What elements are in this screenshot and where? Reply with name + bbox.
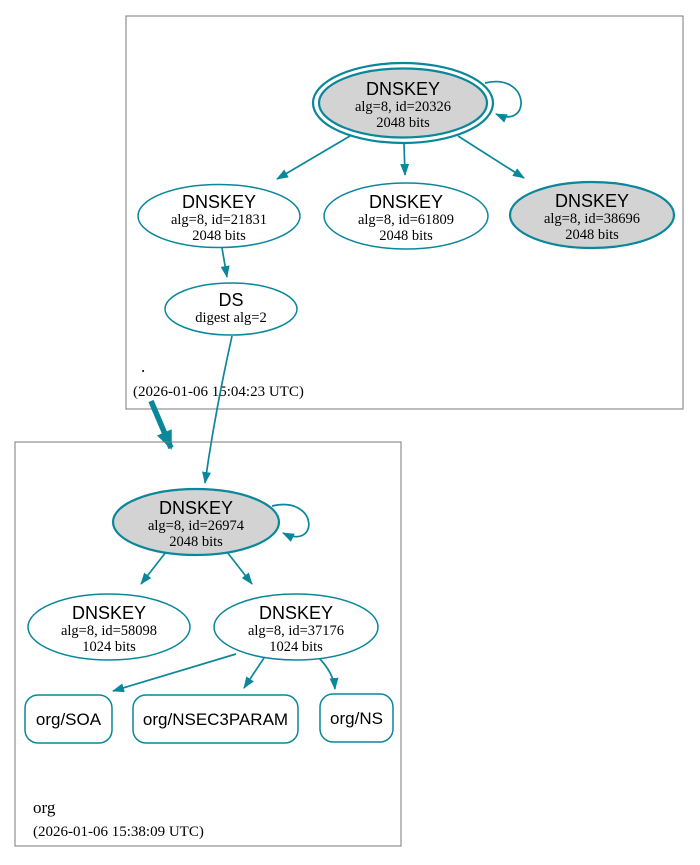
dnskey-21831-ellipse[interactable] <box>137 183 301 249</box>
dnskey-20326-ellipse[interactable] <box>317 67 489 139</box>
edge-ksk20326-to-zsk61809 <box>400 143 410 176</box>
dnskey-26974-title: DNSKEY <box>159 498 233 518</box>
rrset-org-nsec3param-rect[interactable] <box>132 694 299 744</box>
rrset-org-soa-rect[interactable] <box>24 694 113 744</box>
edge-ds-to-dnskey-26974 <box>202 335 233 484</box>
dnskey-20326-detail1: alg=8, id=20326 <box>355 99 451 115</box>
dnskey-58098-detail2: 1024 bits <box>82 639 136 655</box>
rrset-org-ns-label: org/NS <box>330 709 383 728</box>
zone-root-border <box>125 15 684 410</box>
dnskey-58098-detail1: alg=8, id=58098 <box>61 623 157 639</box>
node-dnskey-21831[interactable]: DNSKEY alg=8, id=21831 2048 bits <box>137 183 301 249</box>
dnskey-37176-detail1: alg=8, id=37176 <box>248 623 344 639</box>
node-rrset-org-ns[interactable]: org/NS <box>319 693 394 743</box>
zone-org-label: org <box>33 798 56 817</box>
edge-ksk20326-selfloop <box>484 80 522 123</box>
node-dnskey-20326[interactable]: DNSKEY alg=8, id=20326 2048 bits <box>311 61 495 145</box>
zone-root-label: . <box>141 357 145 376</box>
edge-zsk37176-to-ns <box>317 656 339 690</box>
dnskey-37176-title: DNSKEY <box>259 603 333 623</box>
edge-zsk37176-to-soa <box>112 653 237 693</box>
edge-ksk20326-to-ksk38696 <box>457 135 525 179</box>
node-rrset-org-nsec3param[interactable]: org/NSEC3PARAM <box>132 694 299 744</box>
dnskey-26974-detail1: alg=8, id=26974 <box>148 518 245 534</box>
node-dnskey-38696[interactable]: DNSKEY alg=8, id=38696 2048 bits <box>508 180 676 250</box>
edge-zone-delegation-root-to-org <box>148 399 174 450</box>
dnskey-58098-ellipse[interactable] <box>27 593 191 661</box>
dnskey-61809-ellipse[interactable] <box>323 182 489 250</box>
node-dnskey-58098[interactable]: DNSKEY alg=8, id=58098 1024 bits <box>27 593 191 661</box>
node-ds-root[interactable]: DS digest alg=2 <box>164 282 298 336</box>
dnskey-38696-detail2: 2048 bits <box>565 227 619 243</box>
dnskey-38696-detail1: alg=8, id=38696 <box>544 211 640 227</box>
edge-ksk26974-selfloop <box>271 503 310 542</box>
dnskey-20326-detail2: 2048 bits <box>376 115 430 131</box>
ds-title: DS <box>218 290 243 310</box>
dnskey-21831-detail2: 2048 bits <box>192 228 246 244</box>
edge-ksk20326-to-zsk21831 <box>276 135 351 180</box>
zone-root-timestamp: (2026-01-06 15:04:23 UTC) <box>133 384 304 400</box>
dnskey-38696-title: DNSKEY <box>555 191 629 211</box>
zone-org: DNSKEY alg=8, id=26974 2048 bits DNSKEY … <box>14 441 402 847</box>
zone-org-border <box>14 441 402 847</box>
node-rrset-org-soa[interactable]: org/SOA <box>24 694 113 744</box>
zone-org-timestamp: (2026-01-06 15:38:09 UTC) <box>33 824 204 840</box>
dnskey-37176-detail2: 1024 bits <box>269 639 323 655</box>
dnskey-38696-ellipse[interactable] <box>508 180 676 250</box>
ds-ellipse[interactable] <box>164 282 298 336</box>
edge-ksk26974-to-zsk58098 <box>140 551 167 585</box>
dnskey-21831-detail1: alg=8, id=21831 <box>171 212 267 228</box>
dnskey-61809-title: DNSKEY <box>369 192 443 212</box>
rrset-org-soa-label: org/SOA <box>36 710 102 729</box>
ds-detail1: digest alg=2 <box>195 310 266 326</box>
dnskey-61809-detail2: 2048 bits <box>379 228 433 244</box>
node-dnskey-26974[interactable]: DNSKEY alg=8, id=26974 2048 bits <box>111 487 281 557</box>
edge-ksk26974-to-zsk37176 <box>226 551 253 585</box>
rrset-org-nsec3param-label: org/NSEC3PARAM <box>143 710 288 729</box>
node-dnskey-37176[interactable]: DNSKEY alg=8, id=37176 1024 bits <box>213 593 379 661</box>
dnskey-61809-detail1: alg=8, id=61809 <box>358 212 454 228</box>
node-dnskey-61809[interactable]: DNSKEY alg=8, id=61809 2048 bits <box>323 182 489 250</box>
dnskey-26974-detail2: 2048 bits <box>169 534 223 550</box>
edge-zsk21831-to-ds <box>220 247 230 278</box>
dnskey-21831-title: DNSKEY <box>182 192 256 212</box>
dnskey-26974-ellipse[interactable] <box>111 487 281 557</box>
zone-root: DNSKEY alg=8, id=20326 2048 bits DNSKEY … <box>125 15 684 410</box>
rrset-org-ns-rect[interactable] <box>319 693 394 743</box>
dnskey-58098-title: DNSKEY <box>72 603 146 623</box>
dnskey-37176-ellipse[interactable] <box>213 593 379 661</box>
dnskey-20326-title: DNSKEY <box>366 79 440 99</box>
